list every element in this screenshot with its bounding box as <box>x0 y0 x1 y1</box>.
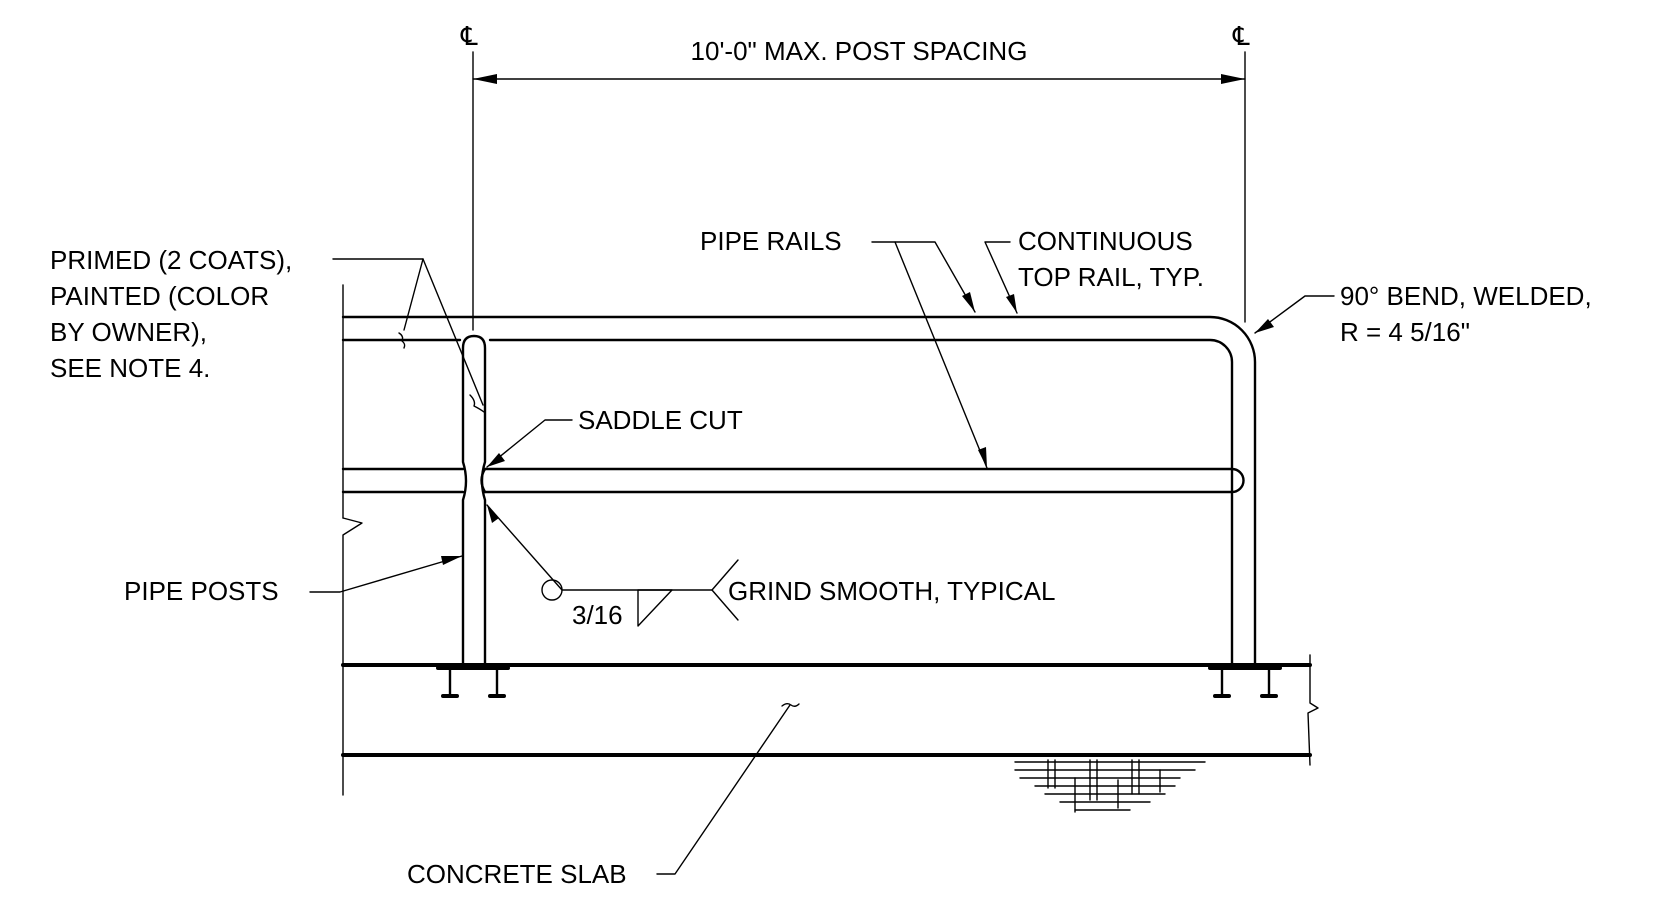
dimension-arrow-left <box>473 74 497 84</box>
base-plate-left <box>436 666 510 698</box>
callout-pipe-posts: PIPE POSTS <box>124 555 463 606</box>
label-saddle-cut: SADDLE CUT <box>578 405 743 435</box>
dimension-arrow-right <box>1221 74 1245 84</box>
label-pipe-posts: PIPE POSTS <box>124 576 279 606</box>
label-grind-smooth: GRIND SMOOTH, TYPICAL <box>728 576 1055 606</box>
label-bend-line1: 90° BEND, WELDED, <box>1340 281 1592 311</box>
label-pipe-rails: PIPE RAILS <box>700 226 842 256</box>
dimension-text: 10'-0" MAX. POST SPACING <box>691 36 1028 66</box>
label-primed-line4: SEE NOTE 4. <box>50 353 210 383</box>
callout-continuous-top-rail: CONTINUOUS TOP RAIL, TYP. <box>984 226 1204 314</box>
centerline-symbol-left: ℄ <box>460 21 478 51</box>
top-rail <box>341 315 1257 667</box>
dimension-post-spacing: 10'-0" MAX. POST SPACING <box>472 36 1246 84</box>
label-primed-line2: PAINTED (COLOR <box>50 281 269 311</box>
centerline-symbol-right: ℄ <box>1232 21 1250 51</box>
label-primed-line1: PRIMED (2 COATS), <box>50 245 292 275</box>
callout-saddle-cut: SADDLE CUT <box>486 405 743 468</box>
label-continuous-line2: TOP RAIL, TYP. <box>1018 262 1204 292</box>
label-continuous-line1: CONTINUOUS <box>1018 226 1193 256</box>
concrete-slab <box>341 654 1319 766</box>
pipe-post-left <box>461 334 487 667</box>
label-bend-line2: R = 4 5/16" <box>1340 317 1470 347</box>
callout-concrete-slab: CONCRETE SLAB <box>407 703 800 889</box>
callout-pipe-rails: PIPE RAILS <box>700 226 988 469</box>
label-primed-line3: BY OWNER), <box>50 317 207 347</box>
centerline-left: ℄ <box>460 21 478 331</box>
weld-symbol: 3/16 GRIND SMOOTH, TYPICAL <box>486 504 1055 630</box>
earth-hatch <box>1014 759 1206 813</box>
callout-bend: 90° BEND, WELDED, R = 4 5/16" <box>1254 281 1592 347</box>
break-line-left <box>342 284 363 796</box>
mid-rail <box>341 467 1245 494</box>
centerline-right: ℄ <box>1232 21 1250 323</box>
base-plate-right <box>1208 666 1282 698</box>
callout-primed-painted: PRIMED (2 COATS), PAINTED (COLOR BY OWNE… <box>50 245 485 413</box>
label-weld-size: 3/16 <box>572 600 623 630</box>
label-concrete-slab: CONCRETE SLAB <box>407 859 627 889</box>
